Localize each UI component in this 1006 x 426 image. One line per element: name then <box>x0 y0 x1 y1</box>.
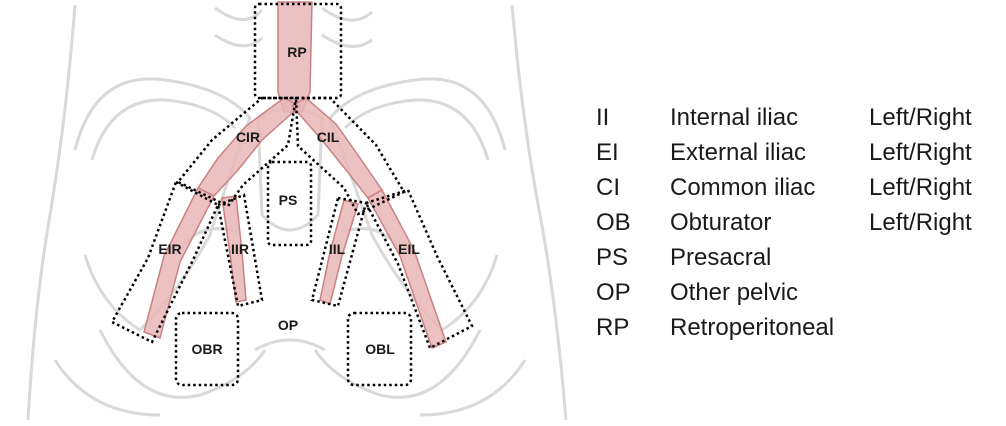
region-label-obl: OBL <box>365 341 395 357</box>
region-label-cir: CIR <box>236 129 260 145</box>
legend-name: Obturator <box>670 205 869 240</box>
region-label-op: OP <box>278 317 298 333</box>
legend-name: Common iliac <box>670 170 869 205</box>
legend-side <box>869 240 999 275</box>
legend-name: Retroperitoneal <box>670 310 869 345</box>
legend-code: II <box>596 100 670 135</box>
region-label-obr: OBR <box>191 341 222 357</box>
legend-code: OP <box>596 275 670 310</box>
legend-row: OP Other pelvic <box>596 275 999 310</box>
legend-name: Other pelvic <box>670 275 869 310</box>
legend-row: CI Common iliac Left/Right <box>596 170 999 205</box>
legend-side: Left/Right <box>869 100 999 135</box>
external-iliac-right-vessel <box>144 188 214 338</box>
region-label-eir: EIR <box>158 241 181 257</box>
legend-side <box>869 275 999 310</box>
legend-code: RP <box>596 310 670 345</box>
region-label-rp: RP <box>287 44 306 60</box>
external-iliac-left-vessel <box>368 190 446 348</box>
region-label-cil: CIL <box>317 129 340 145</box>
legend-side: Left/Right <box>869 205 999 240</box>
region-label-iil: IIL <box>329 241 346 257</box>
legend-side: Left/Right <box>869 135 999 170</box>
legend-side <box>869 310 999 345</box>
legend-name: Internal iliac <box>670 100 869 135</box>
legend-code: CI <box>596 170 670 205</box>
legend-row: PS Presacral <box>596 240 999 275</box>
region-label-ps: PS <box>279 192 298 208</box>
legend-row: EI External iliac Left/Right <box>596 135 999 170</box>
legend-row: OB Obturator Left/Right <box>596 205 999 240</box>
legend-code: PS <box>596 240 670 275</box>
legend-name: Presacral <box>670 240 869 275</box>
legend-name: External iliac <box>670 135 869 170</box>
region-label-eil: EIL <box>398 241 420 257</box>
legend-row: RP Retroperitoneal <box>596 310 999 345</box>
legend-code: OB <box>596 205 670 240</box>
region-label-iir: IIR <box>231 241 249 257</box>
legend-table: II Internal iliac Left/Right EI External… <box>596 100 999 345</box>
legend-row: II Internal iliac Left/Right <box>596 100 999 135</box>
legend-code: EI <box>596 135 670 170</box>
legend-side: Left/Right <box>869 170 999 205</box>
